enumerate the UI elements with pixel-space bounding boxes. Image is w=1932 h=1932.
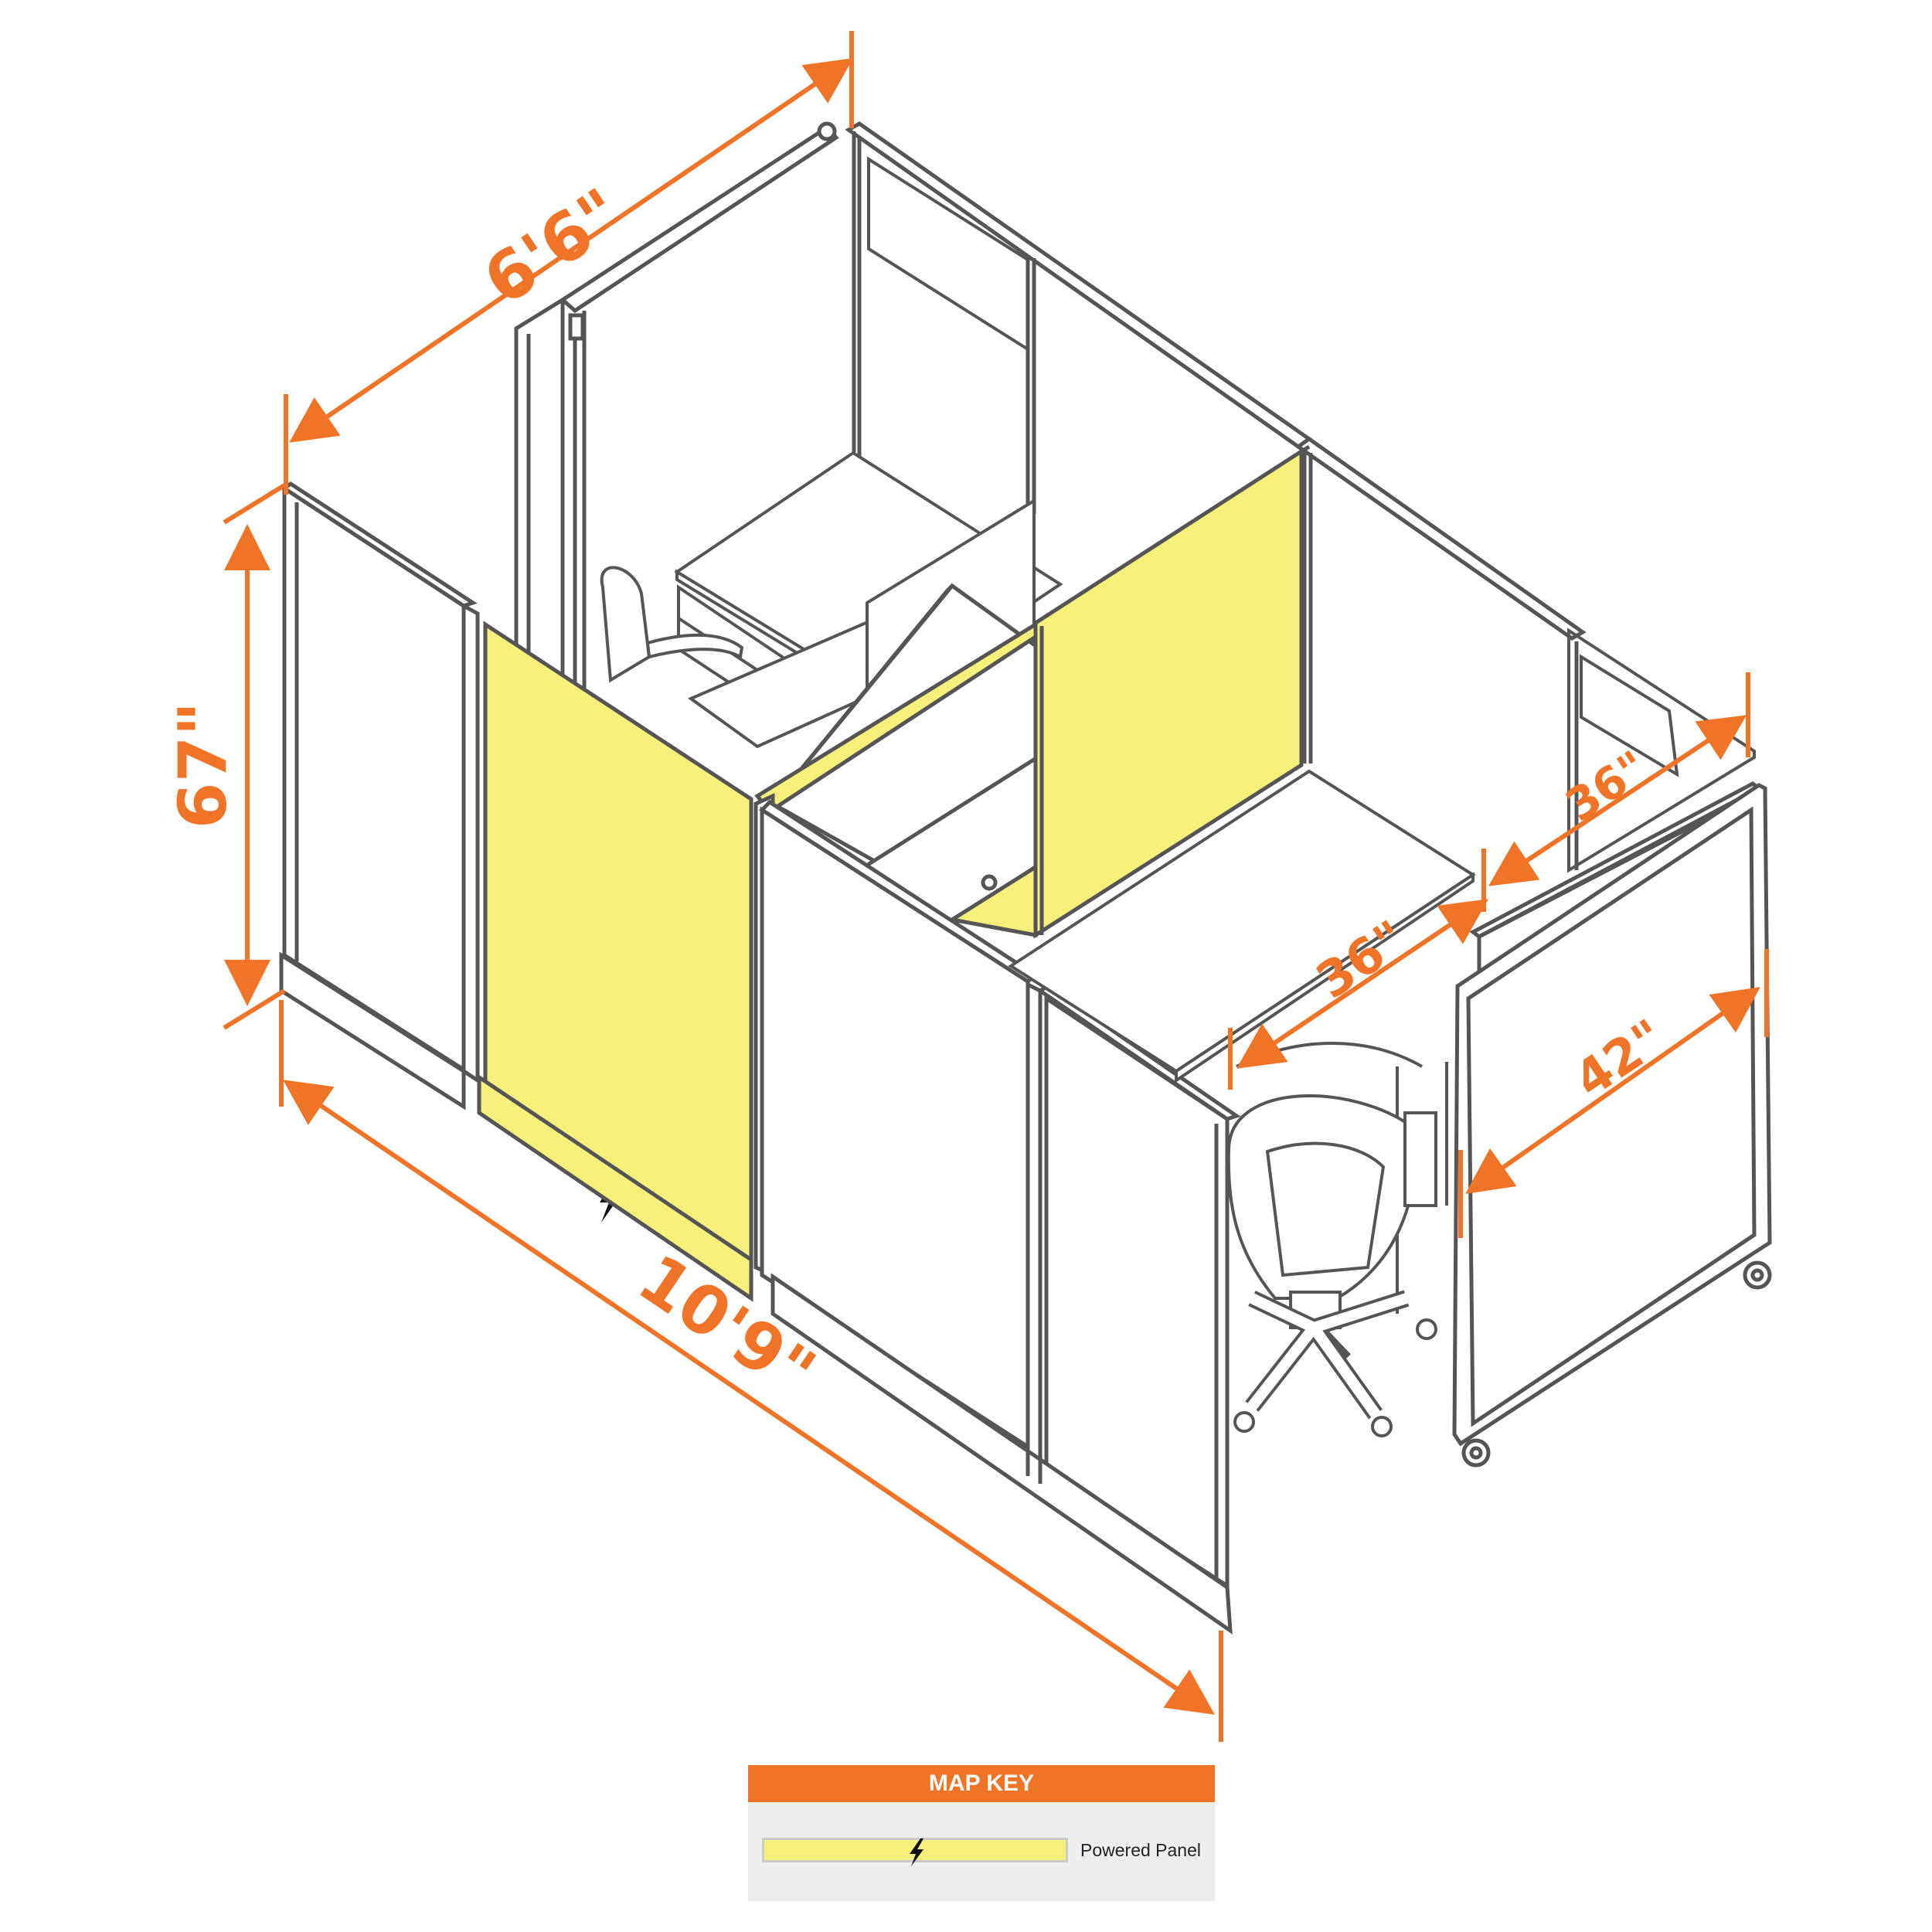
powered-panel-left [483, 621, 753, 1267]
powered-panel-swatch [762, 1838, 1068, 1866]
depth-label: 6'6" [471, 174, 636, 321]
door-width-arrow [1465, 987, 1760, 1194]
desk-depth-rear-arrow [1488, 715, 1747, 886]
desk-return-arrow [1236, 899, 1488, 1069]
height-label: 67" [165, 702, 242, 828]
back-wall-frame [845, 121, 1756, 873]
depth-arrow [289, 58, 853, 443]
map-key: MAP KEY Powered Panel [748, 1765, 1215, 1901]
powered-panel-label: Powered Panel [1080, 1840, 1201, 1860]
length-arrow [283, 1080, 1215, 1715]
door-panel [1452, 781, 1772, 1468]
lightning-bolt-icon [910, 1838, 923, 1866]
powered-panel-center [1033, 447, 1304, 939]
front-chair-back-icon [1226, 1094, 1417, 1300]
map-key-title: MAP KEY [748, 1765, 1215, 1802]
dimension-lines [223, 31, 1769, 1742]
